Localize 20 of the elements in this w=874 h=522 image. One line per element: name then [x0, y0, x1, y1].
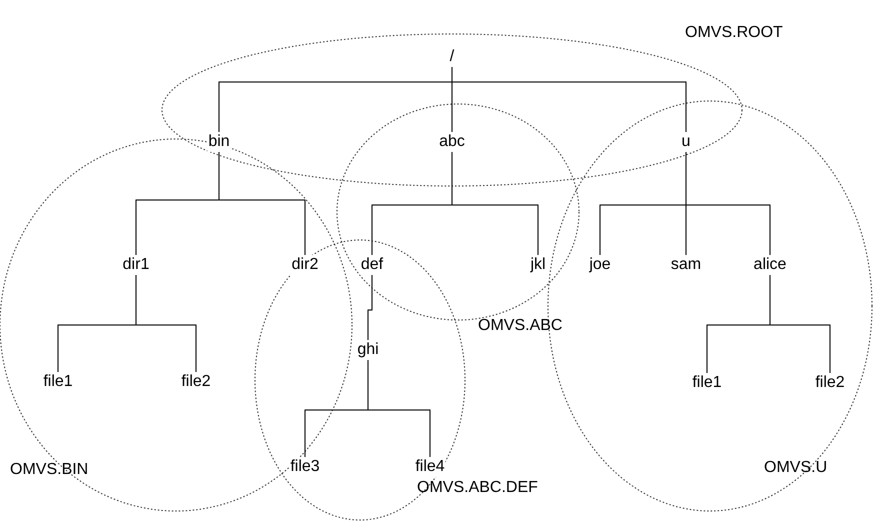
tree-connector [770, 274, 830, 374]
directory-label: bin [207, 132, 231, 152]
tree-connector [218, 152, 306, 256]
tree-connector [136, 274, 196, 372]
directory-label: def [360, 255, 384, 275]
directory-label: joe [588, 255, 612, 275]
directory-label: jkl [529, 255, 547, 275]
tree-connector [686, 152, 770, 256]
tree-connector [368, 360, 430, 458]
file-system-label: OMVS.U [764, 459, 828, 477]
tree-connector [452, 66, 686, 132]
directory-label: file4 [414, 457, 446, 477]
directory-label: ghi [356, 340, 380, 360]
file-system-label: OMVS.ABC [478, 317, 562, 335]
file-system-label: OMVS.ROOT [685, 24, 783, 42]
tree-connector [452, 152, 538, 256]
file-system-label: OMVS.BIN [10, 461, 88, 479]
directory-label: dir2 [290, 255, 320, 275]
tree-connector [368, 274, 372, 340]
file-system-label: OMVS.ABC.DEF [417, 479, 538, 497]
